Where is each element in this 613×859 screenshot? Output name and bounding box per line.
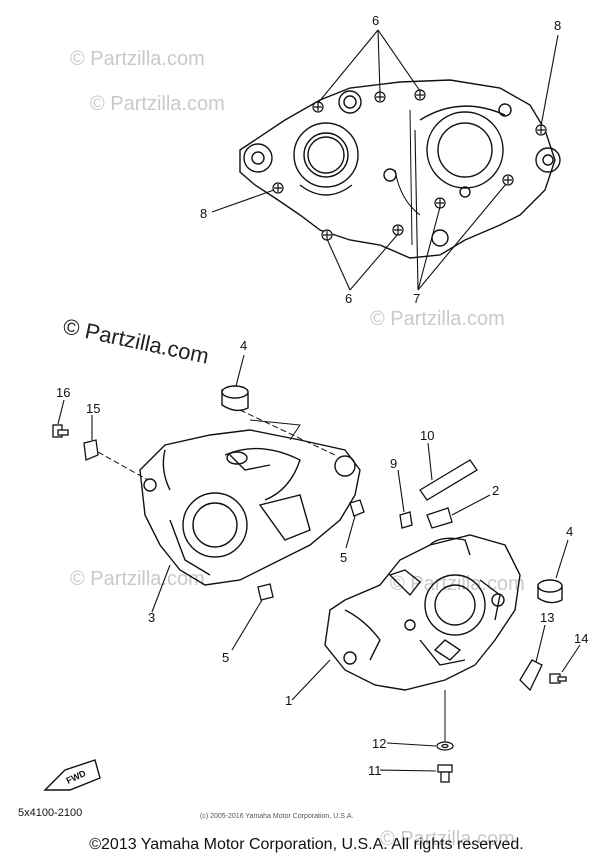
part-11-drain-bolt: [437, 764, 453, 783]
callout-5: 5: [340, 550, 347, 565]
part-9-fitting: [399, 511, 413, 529]
callout-7: 7: [413, 291, 420, 306]
dash-line-15: [97, 451, 149, 481]
leader-lines-left: [57, 354, 356, 651]
callout-5: 5: [222, 650, 229, 665]
part-4-dowel-upper: [221, 385, 249, 412]
part-12-washer: [436, 741, 454, 751]
callout-6: 6: [345, 291, 352, 306]
crankcase-top-view: [239, 79, 561, 259]
crankcase-right-half: [324, 534, 521, 691]
diagram-code: 5x4100-2100: [18, 807, 82, 819]
part-4-dowel-lower: [537, 579, 563, 604]
part-10-pipe: [419, 459, 478, 501]
watermark-main: © Partzilla.com: [61, 313, 211, 368]
callout-12: 12: [372, 736, 386, 751]
callout-3: 3: [148, 610, 155, 625]
leader-lines-right: [291, 442, 581, 772]
watermark-faint: © Partzilla.com: [70, 568, 205, 590]
bolt-markers-top: [272, 89, 547, 241]
leader-lines-top: [211, 29, 559, 291]
part-14-screw: [549, 673, 567, 684]
part-15-clip: [83, 439, 99, 461]
callout-8: 8: [200, 206, 207, 221]
small-copyright: (c) 2005-2016 Yamaha Motor Corporation, …: [200, 813, 353, 820]
callout-14: 14: [574, 631, 588, 646]
watermark-faint: © Partzilla.com: [370, 308, 505, 330]
watermark-faint: © Partzilla.com: [90, 93, 225, 115]
fwd-arrow-icon: FWD: [43, 759, 101, 791]
watermark-faint: © Partzilla.com: [380, 828, 515, 850]
part-2-cap: [426, 507, 453, 529]
callout-8: 8: [554, 18, 561, 33]
callout-15: 15: [86, 401, 100, 416]
callout-11: 11: [368, 763, 382, 778]
watermark-faint: © Partzilla.com: [70, 48, 205, 70]
part-16-bolt: [52, 424, 69, 438]
callout-1: 1: [285, 693, 292, 708]
part-13-plate: [519, 659, 543, 692]
callout-13: 13: [540, 610, 554, 625]
watermark-faint: © Partzilla.com: [390, 573, 525, 595]
faint-watermarks: © Partzilla.com © Partzilla.com © Partzi…: [70, 48, 525, 850]
callout-10: 10: [420, 428, 434, 443]
callout-2: 2: [492, 483, 499, 498]
part-5-dowels: [257, 499, 365, 601]
callout-6: 6: [372, 13, 379, 28]
footer-copyright: ©2013 Yamaha Motor Corporation, U.S.A. A…: [89, 836, 524, 853]
callout-16: 16: [56, 385, 70, 400]
callout-4: 4: [240, 338, 247, 353]
callout-4: 4: [566, 524, 573, 539]
crankcase-left-half: [139, 419, 361, 586]
callout-9: 9: [390, 456, 397, 471]
